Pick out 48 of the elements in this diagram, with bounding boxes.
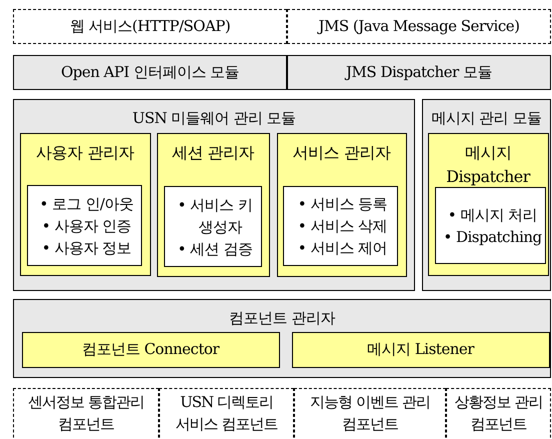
list-item: • 서비스 등록: [296, 194, 388, 215]
list-item: • 사용자 인증: [40, 216, 132, 236]
manager-box: [22, 332, 280, 368]
dashed-box: [13, 9, 287, 44]
function-list-box: [164, 186, 262, 267]
dashed-box: [159, 388, 294, 439]
box-label: 메시지 Dispatcher: [445, 142, 532, 188]
manager-box: [428, 132, 548, 276]
box-label: 센서정보 통합관리 컴포넌트: [27, 392, 145, 435]
box-label: USN 디렉토리 서비스 컴포넌트: [174, 392, 278, 435]
box-label: 상황정보 관리 컴포넌트: [454, 392, 544, 435]
list-item: • 로그 인/아웃: [38, 194, 134, 214]
function-list-box: [27, 185, 142, 266]
box-label: 메시지 관리 모듈: [431, 108, 542, 129]
box-label: 컴포넌트 Connector: [82, 339, 220, 360]
box-label: 지능형 이벤트 관리 컴포넌트: [309, 392, 431, 435]
list-item: • 서비스 삭제: [296, 216, 388, 237]
dashed-box: [287, 9, 551, 44]
module-panel: [13, 299, 551, 378]
function-list-box: [435, 187, 546, 264]
list-item: • 세션 검증: [176, 238, 254, 260]
box-label: JMS Dispatcher 모듈: [346, 62, 492, 84]
dashed-box: [13, 388, 159, 439]
function-list-box: [283, 186, 398, 266]
box-label: 컴포넌트 관리자: [229, 308, 335, 329]
box-label: JMS (Java Message Service): [318, 16, 520, 38]
box-label: 메시지 Listener: [367, 339, 474, 360]
box-label: 서비스 관리자: [292, 142, 392, 164]
list-item: • 서비스 키 생성자: [176, 194, 254, 238]
manager-box: [20, 132, 150, 276]
manager-box: [156, 132, 270, 276]
box-label: Open API 인터페이스 모듈: [60, 62, 240, 84]
module-box: [287, 55, 551, 90]
list-item: • 메시지 처리: [446, 204, 538, 226]
dashed-box: [294, 388, 446, 439]
module-panel: [13, 99, 415, 291]
manager-box: [292, 332, 550, 368]
box-label: 웹 서비스(HTTP/SOAP): [70, 16, 230, 38]
module-box: [13, 55, 287, 90]
list-item: • Dispatching: [442, 226, 543, 248]
box-label: 사용자 관리자: [35, 142, 136, 164]
module-panel: [422, 99, 551, 291]
list-item: • 서비스 제어: [296, 238, 388, 259]
manager-box: [276, 132, 406, 276]
box-label: 세션 관리자: [170, 142, 256, 164]
dashed-box: [446, 388, 551, 439]
list-item: • 사용자 정보: [40, 238, 132, 258]
box-label: USN 미들웨어 관리 모듈: [132, 108, 296, 129]
